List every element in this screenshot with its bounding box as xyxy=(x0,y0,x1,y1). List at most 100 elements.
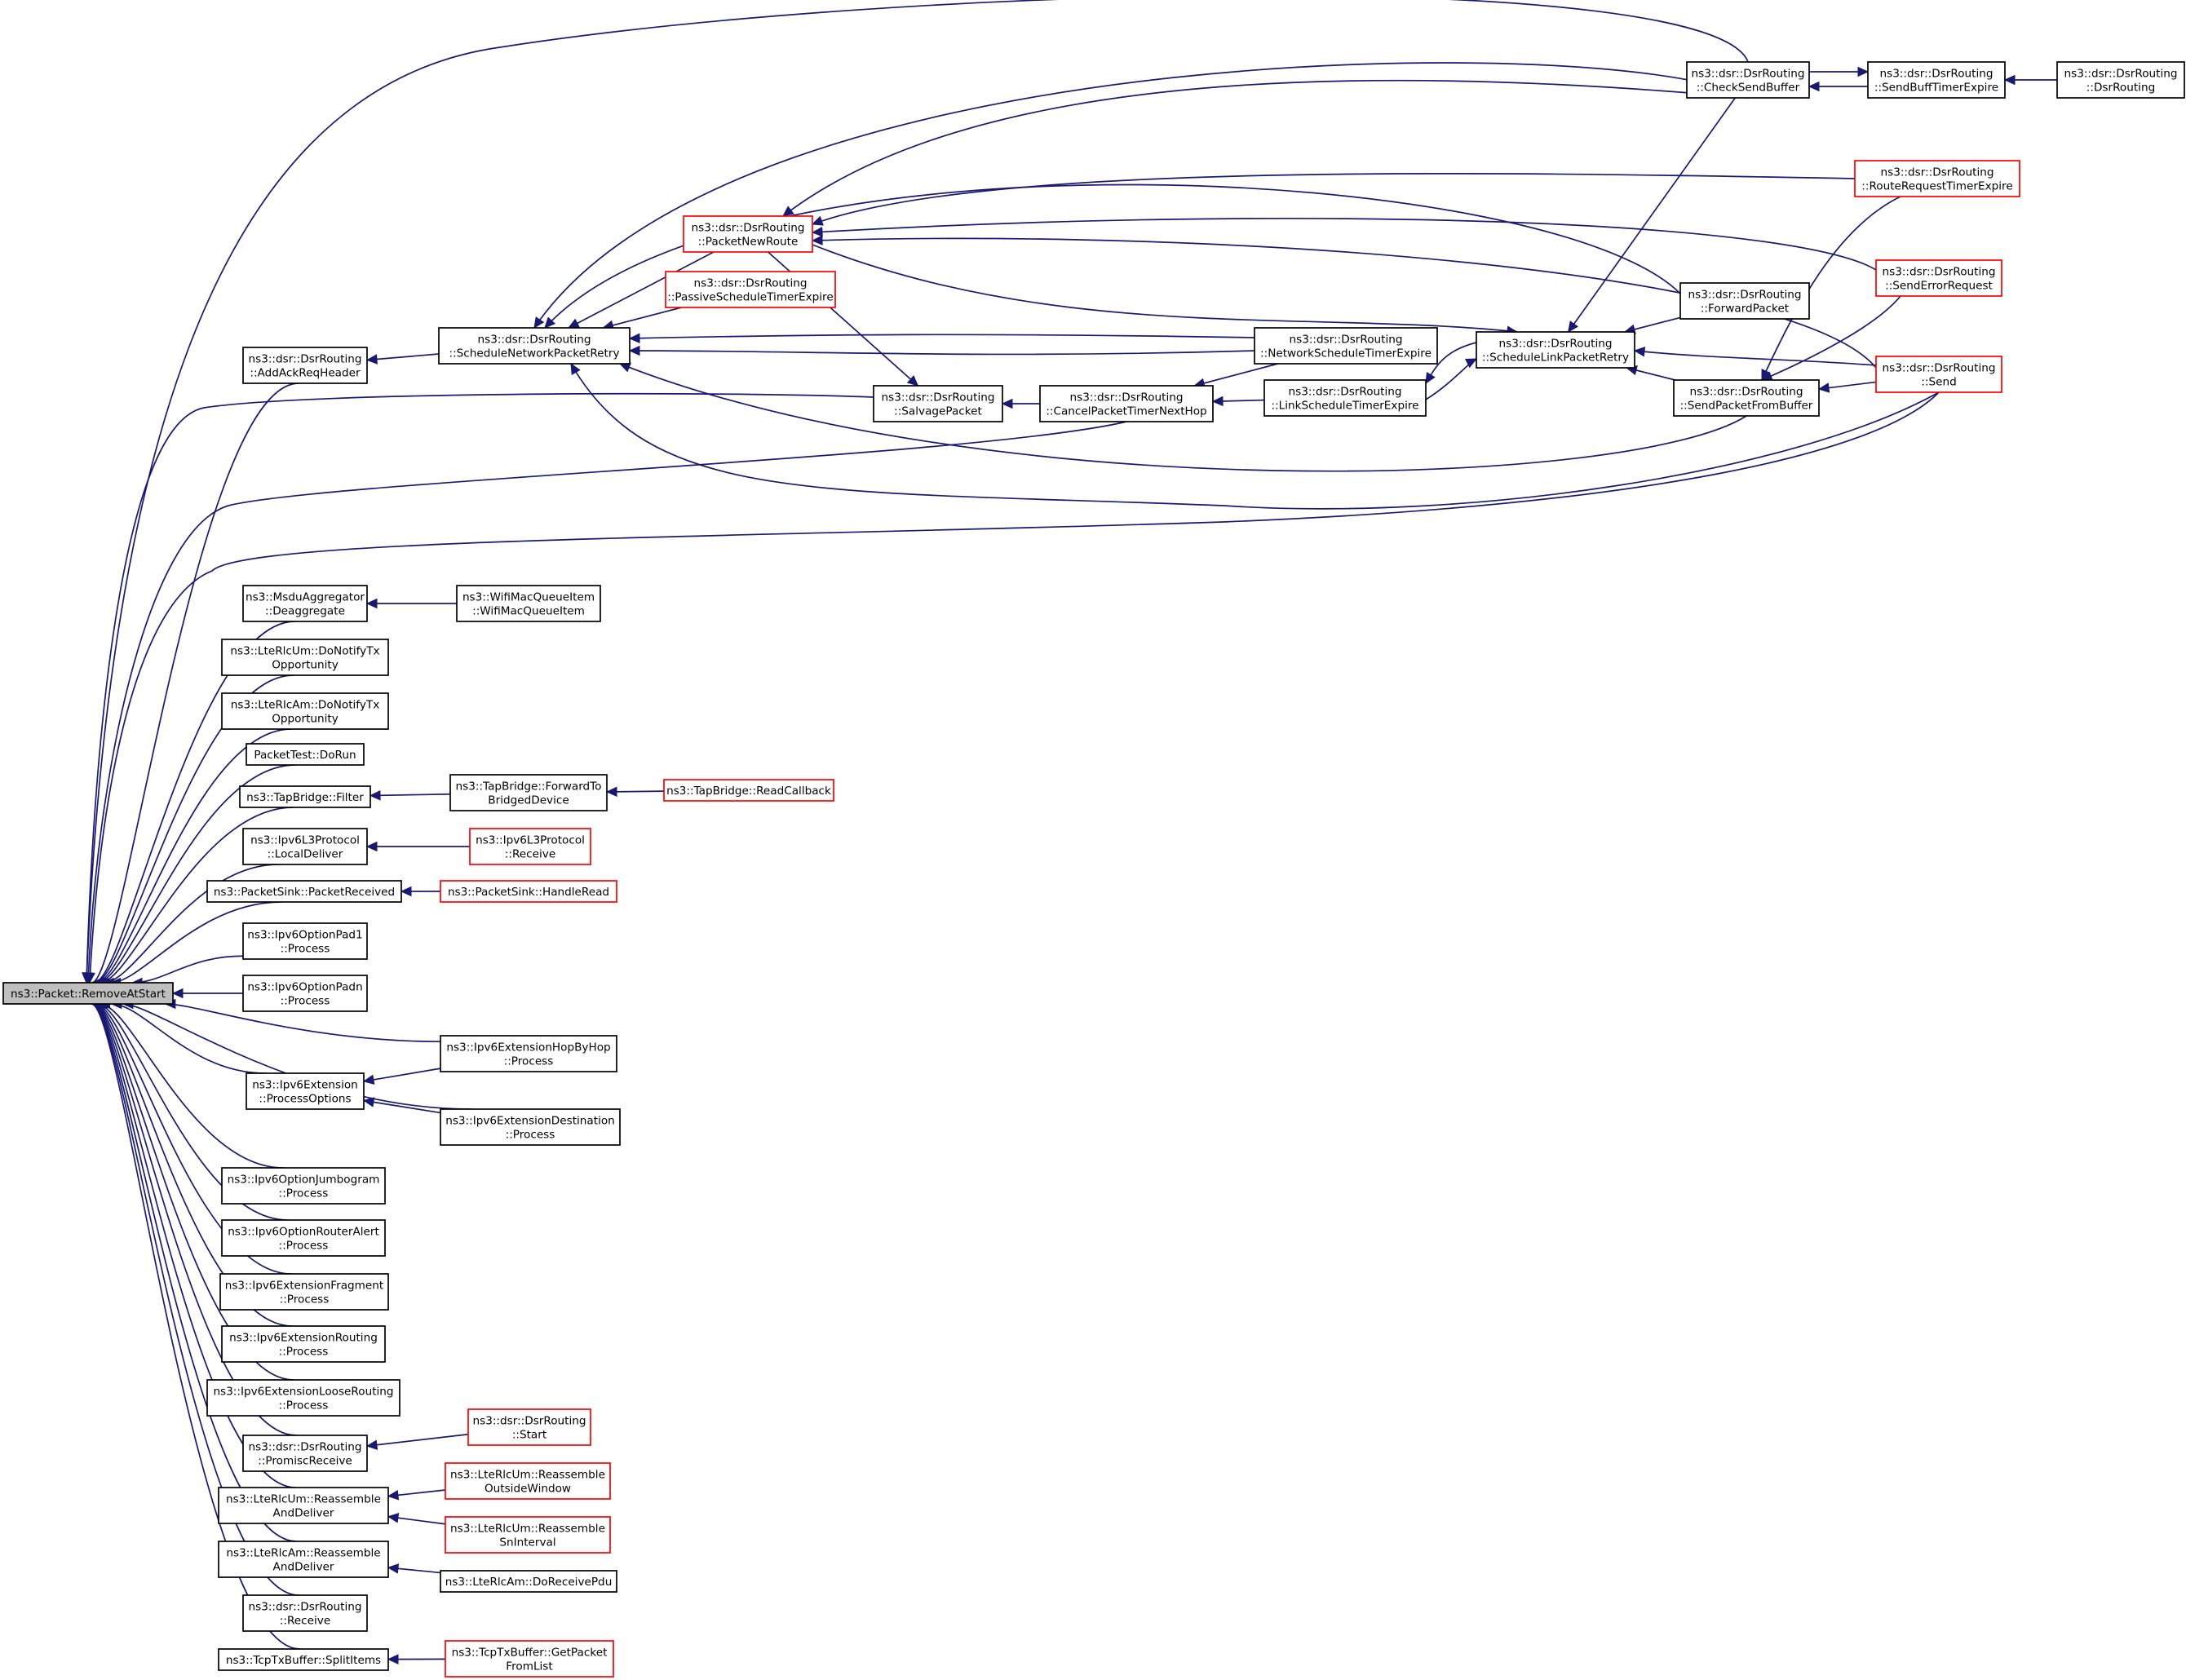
function-node-route-request-timer-expire[interactable]: ns3::dsr::DsrRouting::RouteRequestTimerE… xyxy=(1854,160,2020,197)
node-label-line: ::Process xyxy=(279,1187,329,1200)
function-node-add-ack-req-header[interactable]: ns3::dsr::DsrRouting::AddAckReqHeader xyxy=(242,347,368,384)
call-edge xyxy=(1809,66,1870,77)
function-node-send[interactable]: ns3::dsr::DsrRouting::Send xyxy=(1875,356,2002,393)
node-box xyxy=(218,1487,389,1524)
call-edge-line xyxy=(91,382,299,984)
call-edge xyxy=(1001,398,1040,409)
call-arrowhead xyxy=(1808,81,1820,92)
node-box xyxy=(1686,61,1810,99)
function-node-msdu-deaggregate[interactable]: ns3::MsduAggregator::Deaggregate xyxy=(242,585,368,622)
node-label-line: ::ProcessOptions xyxy=(259,1093,351,1106)
function-node-check-send-buffer[interactable]: ns3::dsr::DsrRouting::CheckSendBuffer xyxy=(1686,61,1810,99)
node-box xyxy=(445,1516,611,1554)
function-node-dsr-routing-ctor[interactable]: ns3::dsr::DsrRouting::DsrRouting xyxy=(2056,61,2185,99)
function-node-wifi-mac-queue-item[interactable]: ns3::WifiMacQueueItem::WifiMacQueueItem xyxy=(456,585,601,622)
call-arrowhead xyxy=(365,841,378,852)
node-label-line: SnInterval xyxy=(499,1536,555,1550)
node-label-line: ns3::dsr::DsrRouting xyxy=(694,277,808,290)
node-label-line: ns3::LteRlcUm::Reassemble xyxy=(226,1493,381,1506)
node-box xyxy=(242,585,368,622)
call-arrowhead xyxy=(387,1513,400,1523)
function-node-process-options[interactable]: ns3::Ipv6Extension::ProcessOptions xyxy=(246,1072,365,1110)
function-node-ext-destination[interactable]: ns3::Ipv6ExtensionDestination::Process xyxy=(440,1108,621,1146)
function-node-schedule-link-packet-retry[interactable]: ns3::dsr::DsrRouting::ScheduleLinkPacket… xyxy=(1476,331,1635,369)
function-node-packet-sink-received[interactable]: ns3::PacketSink::PacketReceived xyxy=(206,880,402,903)
function-node-schedule-network-packet-retry[interactable]: ns3::dsr::DsrRouting::ScheduleNetworkPac… xyxy=(438,327,631,365)
call-edge xyxy=(628,345,1255,356)
function-node-dsr-start[interactable]: ns3::dsr::DsrRouting::Start xyxy=(467,1408,591,1446)
node-label-line: ::Process xyxy=(279,1346,329,1359)
call-edge-line xyxy=(95,674,294,984)
function-node-dsr-receive[interactable]: ns3::dsr::DsrRouting::Receive xyxy=(242,1594,368,1632)
node-label-line: ns3::dsr::DsrRouting xyxy=(1688,289,1802,302)
node-label-line: BridgedDevice xyxy=(488,794,569,807)
call-edge-line xyxy=(104,864,279,984)
node-label-line: ::DsrRouting xyxy=(2086,82,2155,95)
function-node-pad1[interactable]: ns3::Ipv6OptionPad1::Process xyxy=(242,922,368,960)
root-function-node[interactable]: ns3::Packet::RemoveAtStart xyxy=(2,982,174,1005)
node-box xyxy=(467,1408,591,1446)
call-edge-line xyxy=(89,391,1940,984)
node-label-line: ns3::Ipv6OptionPad1 xyxy=(247,929,362,942)
call-edge xyxy=(628,333,1255,344)
node-label-line: ::PassiveScheduleTimerExpire xyxy=(667,291,833,304)
call-edge-line xyxy=(369,793,451,797)
function-node-ext-routing[interactable]: ns3::Ipv6ExtensionRouting::Process xyxy=(221,1325,386,1363)
function-node-packet-sink-handle-read[interactable]: ns3::PacketSink::HandleRead xyxy=(440,880,617,903)
node-label-line: ns3::LteRlcUm::DoNotifyTx xyxy=(230,645,379,658)
function-node-cancel-packet-timer-next-hop[interactable]: ns3::dsr::DsrRouting::CancelPacketTimerN… xyxy=(1039,385,1214,422)
function-node-ipv6-l3-local-deliver[interactable]: ns3::Ipv6L3Protocol::LocalDeliver xyxy=(242,828,368,865)
call-arrowhead xyxy=(365,598,378,609)
node-label-line: ns3::Ipv6Extension xyxy=(252,1079,358,1092)
function-node-hop-by-hop[interactable]: ns3::Ipv6ExtensionHopByHop::Process xyxy=(440,1035,617,1072)
function-node-lte-rlc-am-receive-pdu[interactable]: ns3::LteRlcAm::DoReceivePdu xyxy=(440,1570,617,1593)
call-edge xyxy=(812,244,1519,336)
node-label-line: ns3::TcpTxBuffer::SplitItems xyxy=(226,1654,381,1667)
function-node-router-alert[interactable]: ns3::Ipv6OptionRouterAlert::Process xyxy=(221,1219,386,1257)
function-node-padn[interactable]: ns3::Ipv6OptionPadn::Process xyxy=(242,975,368,1012)
node-box xyxy=(219,1273,389,1311)
function-node-network-schedule-timer-expire[interactable]: ns3::dsr::DsrRouting::NetworkScheduleTim… xyxy=(1254,327,1438,365)
function-node-forward-packet[interactable]: ns3::dsr::DsrRouting::ForwardPacket xyxy=(1679,282,1810,320)
node-label-line: ns3::LteRlcAm::DoNotifyTx xyxy=(231,699,380,712)
function-node-ext-fragment[interactable]: ns3::Ipv6ExtensionFragment::Process xyxy=(219,1273,389,1311)
call-edge xyxy=(365,598,457,609)
call-edge-line xyxy=(619,363,1747,472)
node-box xyxy=(246,1072,365,1110)
function-node-packet-test-do-run[interactable]: PacketTest::DoRun xyxy=(246,743,365,766)
node-label-line: ns3::LteRlcUm::Reassemble xyxy=(450,1469,605,1482)
function-node-send-error-request[interactable]: ns3::dsr::DsrRouting::SendErrorRequest xyxy=(1875,259,2002,297)
function-node-passive-schedule-timer-expire[interactable]: ns3::dsr::DsrRouting::PassiveScheduleTim… xyxy=(665,271,836,308)
function-node-ext-loose-routing[interactable]: ns3::Ipv6ExtensionLooseRouting::Process xyxy=(206,1379,400,1417)
function-node-ipv6-l3-receive[interactable]: ns3::Ipv6L3Protocol::Receive xyxy=(469,828,591,865)
function-node-jumbogram[interactable]: ns3::Ipv6OptionJumbogram::Process xyxy=(221,1167,386,1205)
function-node-tap-bridge-filter[interactable]: ns3::TapBridge::Filter xyxy=(239,785,371,808)
function-node-send-buff-timer-expire[interactable]: ns3::dsr::DsrRouting::SendBuffTimerExpir… xyxy=(1867,61,2006,99)
function-node-promisc-receive[interactable]: ns3::dsr::DsrRouting::PromiscReceive xyxy=(242,1435,368,1472)
function-node-link-schedule-timer-expire[interactable]: ns3::dsr::DsrRouting::LinkScheduleTimerE… xyxy=(1263,379,1427,417)
node-label-line: ns3::TapBridge::ForwardTo xyxy=(456,780,602,794)
call-edge-line xyxy=(603,307,682,329)
function-node-salvage-packet[interactable]: ns3::dsr::DsrRouting::SalvagePacket xyxy=(873,385,1003,422)
call-arrowhead xyxy=(365,1439,378,1450)
call-edge-line xyxy=(544,183,1681,329)
function-node-packet-new-route[interactable]: ns3::dsr::DsrRouting::PacketNewRoute xyxy=(683,215,813,253)
node-label-line: ns3::Packet::RemoveAtStart xyxy=(11,988,166,1001)
node-label-line: ns3::dsr::DsrRouting xyxy=(249,353,362,366)
node-label-line: ::SendPacketFromBuffer xyxy=(1680,400,1813,413)
node-box xyxy=(1263,379,1427,417)
function-node-tap-bridge-read[interactable]: ns3::TapBridge::ReadCallback xyxy=(663,779,834,802)
node-box xyxy=(2,982,174,1005)
function-node-send-packet-from-buffer[interactable]: ns3::dsr::DsrRouting::SendPacketFromBuff… xyxy=(1673,379,1820,417)
node-label-line: ::Deaggregate xyxy=(265,605,345,618)
node-label-line: ::PromiscReceive xyxy=(258,1455,352,1468)
function-node-tcp-split-items[interactable]: ns3::TcpTxBuffer::SplitItems xyxy=(218,1648,389,1671)
